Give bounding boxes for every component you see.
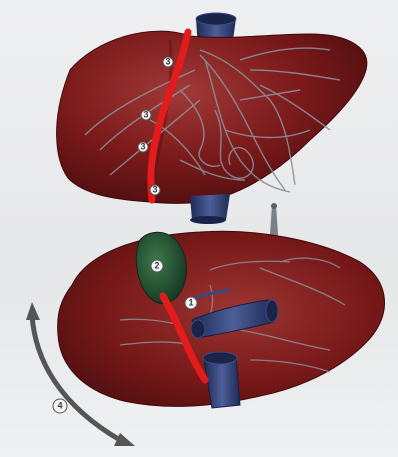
marker-4: 4 [53,399,67,413]
ivc-inferior-opening [203,352,237,364]
marker-3-d: 3 [150,184,160,195]
ligamentum-tip [271,203,277,209]
portal-vein-opening-left [191,320,205,338]
marker-2: 2 [151,260,163,272]
liver-top-body [57,31,367,203]
ivc-opening-bottom [190,216,226,224]
arrowhead-top [26,302,40,320]
marker-3-a: 3 [163,56,173,67]
svg-text:4: 4 [57,400,62,410]
bottom-liver-view: 2 1 [58,203,385,408]
svg-text:3: 3 [140,141,145,151]
portal-vein-opening-right [266,300,278,322]
svg-text:1: 1 [188,297,193,307]
svg-text:3: 3 [143,109,148,119]
svg-text:2: 2 [154,260,159,270]
marker-3-c: 3 [138,141,148,152]
svg-text:3: 3 [165,56,170,66]
marker-3-b: 3 [141,109,151,120]
marker-1: 1 [185,297,197,309]
svg-text:3: 3 [152,184,157,194]
arrowhead-bottom [114,433,135,446]
top-liver-view: 3 3 3 3 [57,13,367,224]
ivc-opening-top [196,13,236,25]
